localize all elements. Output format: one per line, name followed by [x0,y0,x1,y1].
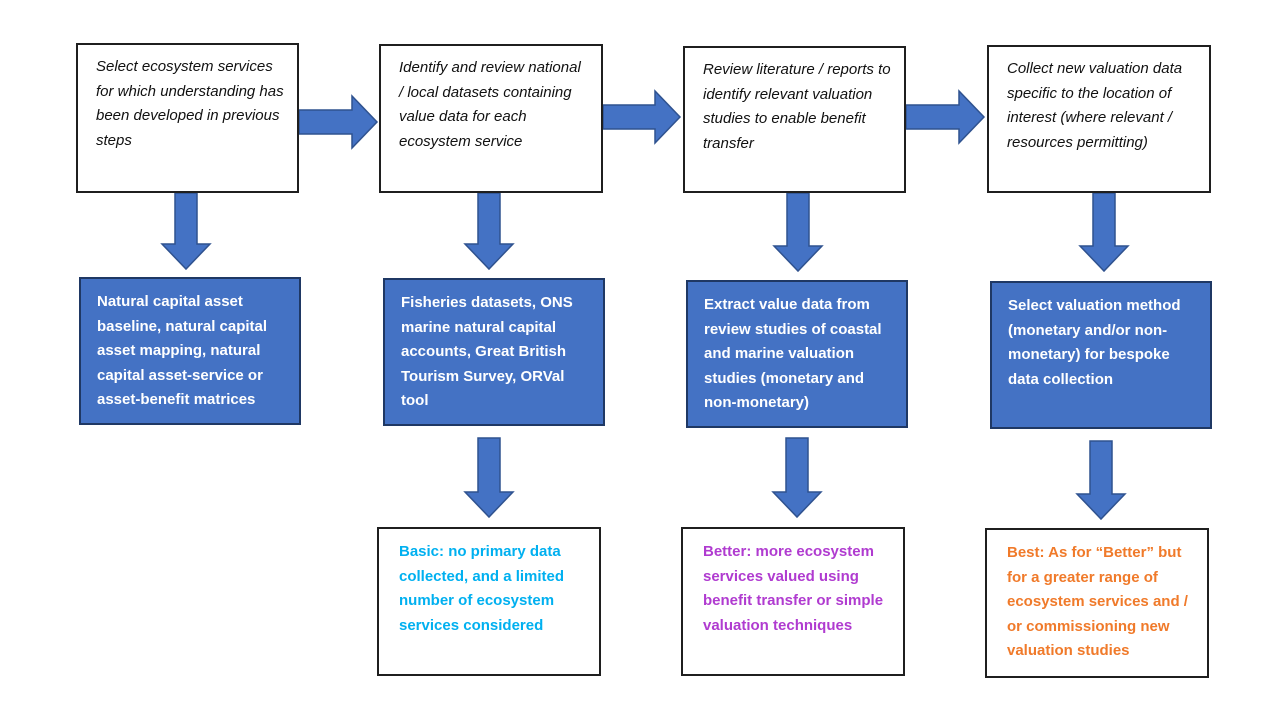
arrow-down-icon [1078,192,1130,273]
arrow-right-icon [905,89,986,145]
step-4-box: Collect new valuation data specific to t… [987,45,1211,193]
basic-outcome-box: Basic: no primary data collected, and a … [377,527,601,676]
arrow-down-icon [463,192,515,271]
step-1-box: Select ecosystem services for which unde… [76,43,299,193]
step-2-box: Identify and review national / local dat… [379,44,603,193]
better-outcome-box: Better: more ecosystem services valued u… [681,527,905,676]
step-3-data-box: Extract value data from review studies o… [686,280,908,428]
arrow-down-icon [771,437,823,519]
arrow-down-icon [463,437,515,519]
step-4-data-box: Select valuation method (monetary and/or… [990,281,1212,429]
arrow-down-icon [772,192,824,273]
arrow-down-icon [1075,440,1127,521]
arrow-right-icon [602,89,682,145]
arrow-right-icon [298,94,379,150]
arrow-down-icon [160,192,212,271]
step-1-data-box: Natural capital asset baseline, natural … [79,277,301,425]
step-3-box: Review literature / reports to identify … [683,46,906,193]
best-outcome-box: Best: As for “Better” but for a greater … [985,528,1209,678]
step-2-data-box: Fisheries datasets, ONS marine natural c… [383,278,605,426]
